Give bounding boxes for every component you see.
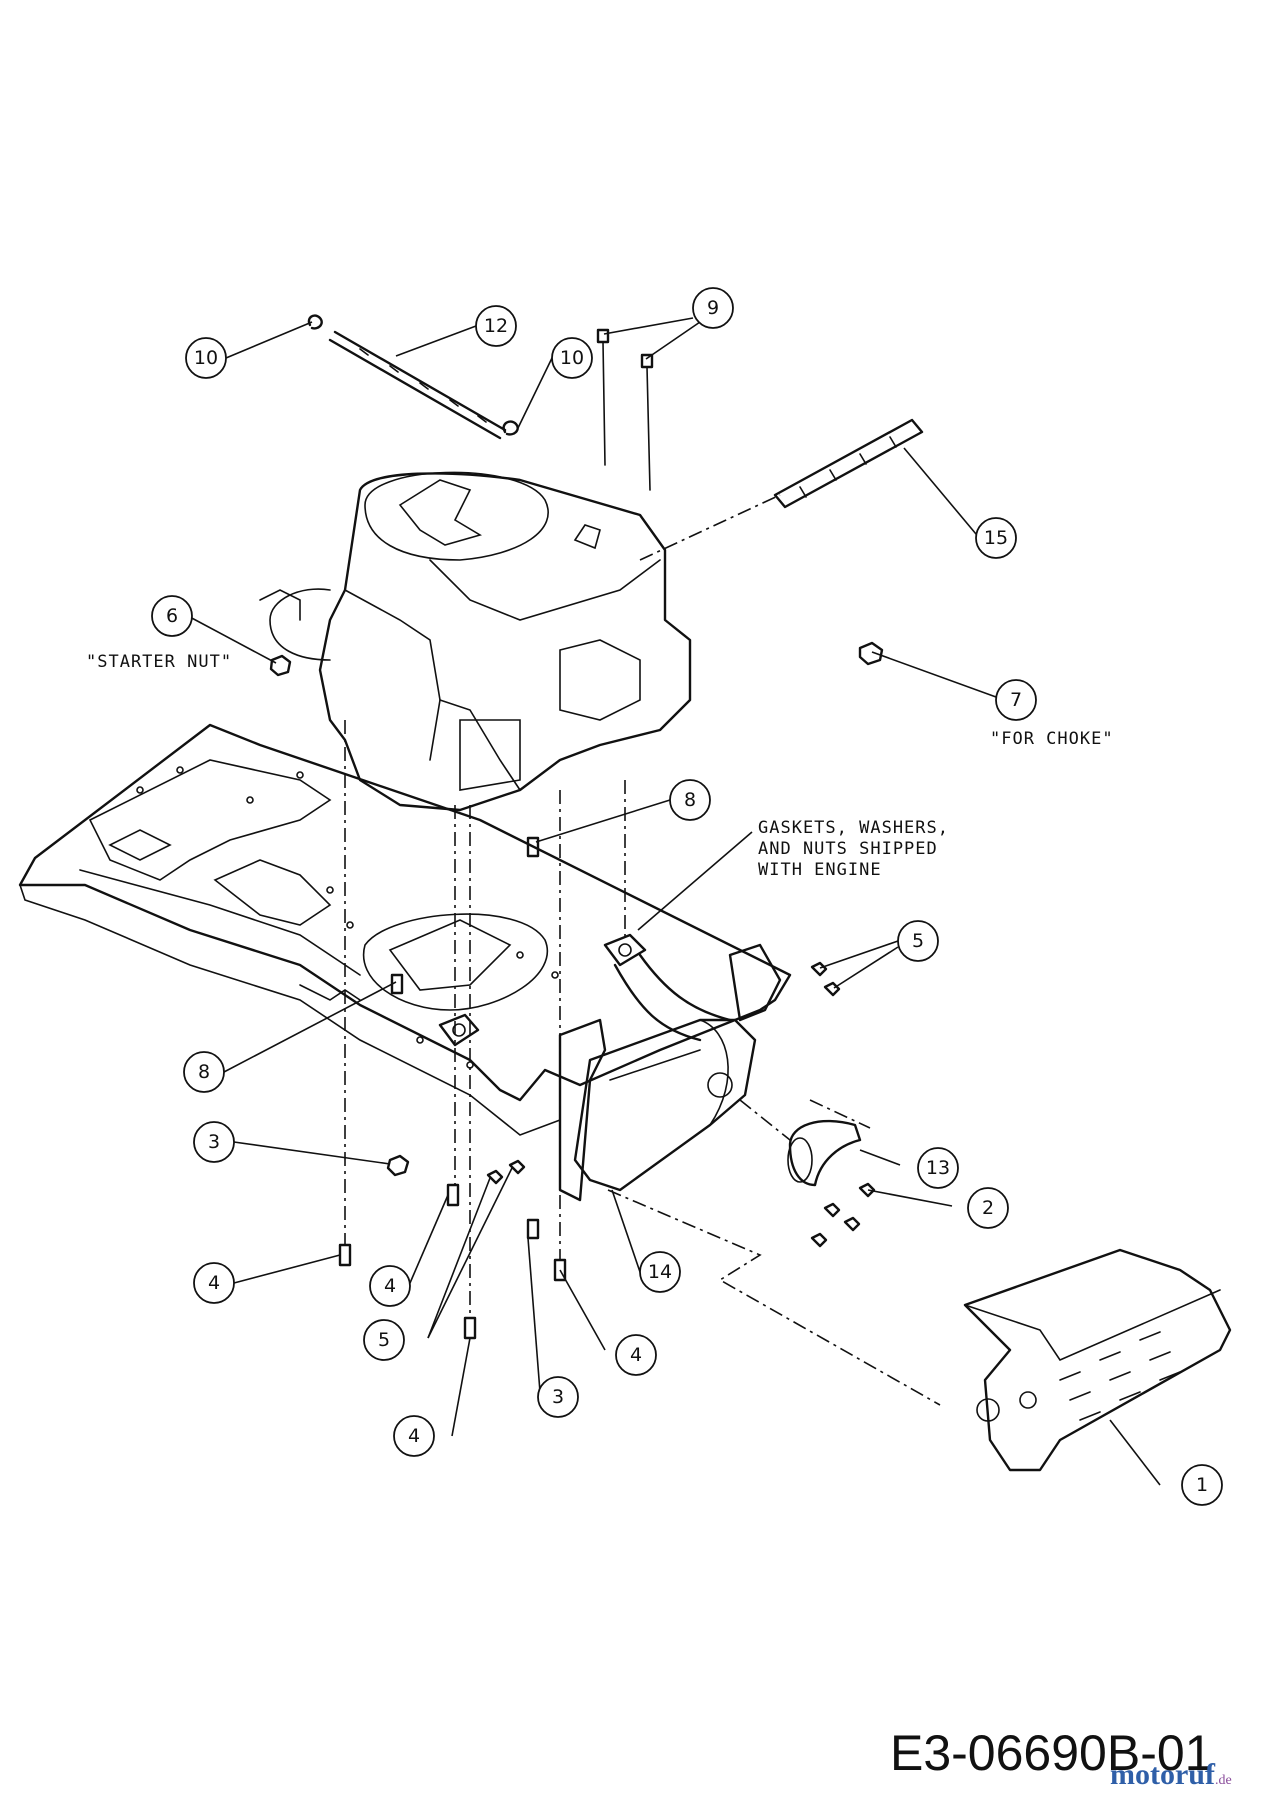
callout-12: 12 — [475, 305, 517, 347]
callout-number: 4 — [208, 1272, 220, 1294]
exhaust-gasket-lower — [438, 1013, 480, 1047]
screw-5b — [508, 1159, 526, 1175]
callout-number: 2 — [982, 1197, 994, 1219]
frame-plate — [18, 723, 792, 1136]
bolt-4a — [338, 1243, 352, 1267]
bolt-4b — [446, 1183, 460, 1207]
callout-number: 7 — [1010, 689, 1022, 711]
exhaust-gasket-upper — [603, 933, 647, 967]
note-for-choke: "FOR CHOKE" — [990, 729, 1114, 749]
callout-7: 7 — [995, 679, 1037, 721]
callout-number: 14 — [648, 1261, 672, 1283]
choke-nut — [858, 641, 884, 666]
callout-4-left: 4 — [193, 1262, 235, 1304]
watermark-tld: .de — [1214, 1773, 1232, 1788]
starter-nut — [269, 654, 292, 677]
cable-tie-right — [640, 353, 654, 491]
fuel-line — [328, 330, 507, 440]
watermark-name: motoruf — [1110, 1758, 1215, 1791]
callout-9: 9 — [692, 287, 734, 329]
screw-5c — [810, 961, 828, 977]
callout-10-left: 10 — [185, 337, 227, 379]
callout-4-bottom: 4 — [393, 1415, 435, 1457]
bolt-3b — [526, 1218, 540, 1240]
callout-8-upper: 8 — [669, 779, 711, 821]
exhaust-pipe — [613, 953, 732, 1042]
bolt-4d — [463, 1316, 477, 1340]
callout-8-lower: 8 — [183, 1051, 225, 1093]
screws-deflector — [810, 1182, 876, 1248]
bolt-3a — [386, 1154, 410, 1177]
watermark-logo: motoruf.de — [1110, 1760, 1232, 1790]
stud-bolt-upper — [526, 836, 540, 858]
callout-number: 15 — [984, 527, 1008, 549]
callout-number: 6 — [166, 605, 178, 627]
callout-number: 4 — [408, 1425, 420, 1447]
callout-number: 4 — [630, 1344, 642, 1366]
callout-4-right: 4 — [615, 1334, 657, 1376]
callout-14: 14 — [639, 1251, 681, 1293]
callout-5-right: 5 — [897, 920, 939, 962]
callout-number: 12 — [484, 315, 508, 337]
callout-number: 8 — [198, 1061, 210, 1083]
callout-number: 10 — [560, 347, 584, 369]
note-gaskets-line-2: AND NUTS SHIPPED — [758, 839, 938, 859]
hose-clamp-right — [502, 420, 519, 436]
leader-lines — [187, 317, 1161, 1486]
callout-number: 3 — [552, 1386, 564, 1408]
hose-clamp-left — [307, 314, 323, 330]
callout-number: 5 — [912, 930, 924, 952]
callout-15: 15 — [975, 517, 1017, 559]
callout-13: 13 — [917, 1147, 959, 1189]
callout-number: 10 — [194, 347, 218, 369]
note-starter-nut: "STARTER NUT" — [86, 652, 232, 672]
callout-4-center: 4 — [369, 1265, 411, 1307]
spark-arrestor-deflector — [787, 1119, 862, 1187]
drawing-number: E3-06690B-01 — [890, 1725, 1213, 1781]
callout-number: 13 — [926, 1157, 950, 1179]
screw-5a — [486, 1169, 504, 1185]
muffler — [573, 1018, 757, 1192]
breather-hose — [773, 418, 924, 509]
screw-5d — [823, 981, 841, 997]
note-gaskets-line-1: GASKETS, WASHERS, — [758, 818, 949, 838]
heat-shield-cover — [963, 1248, 1232, 1472]
callout-5-left: 5 — [363, 1319, 405, 1361]
callout-number: 4 — [384, 1275, 396, 1297]
callout-10-right: 10 — [551, 337, 593, 379]
callout-1: 1 — [1181, 1464, 1223, 1506]
callout-number: 8 — [684, 789, 696, 811]
callout-6: 6 — [151, 595, 193, 637]
callout-2: 2 — [967, 1187, 1009, 1229]
callout-number: 1 — [1196, 1474, 1208, 1496]
callout-number: 5 — [378, 1329, 390, 1351]
callout-3-bottom: 3 — [537, 1376, 579, 1418]
callout-number: 3 — [208, 1131, 220, 1153]
engine — [259, 471, 692, 812]
note-gaskets-line-3: WITH ENGINE — [758, 860, 882, 880]
callout-3-left: 3 — [193, 1121, 235, 1163]
callout-number: 9 — [707, 297, 719, 319]
muffler-bracket — [558, 943, 782, 1202]
cable-tie-left — [596, 328, 610, 466]
